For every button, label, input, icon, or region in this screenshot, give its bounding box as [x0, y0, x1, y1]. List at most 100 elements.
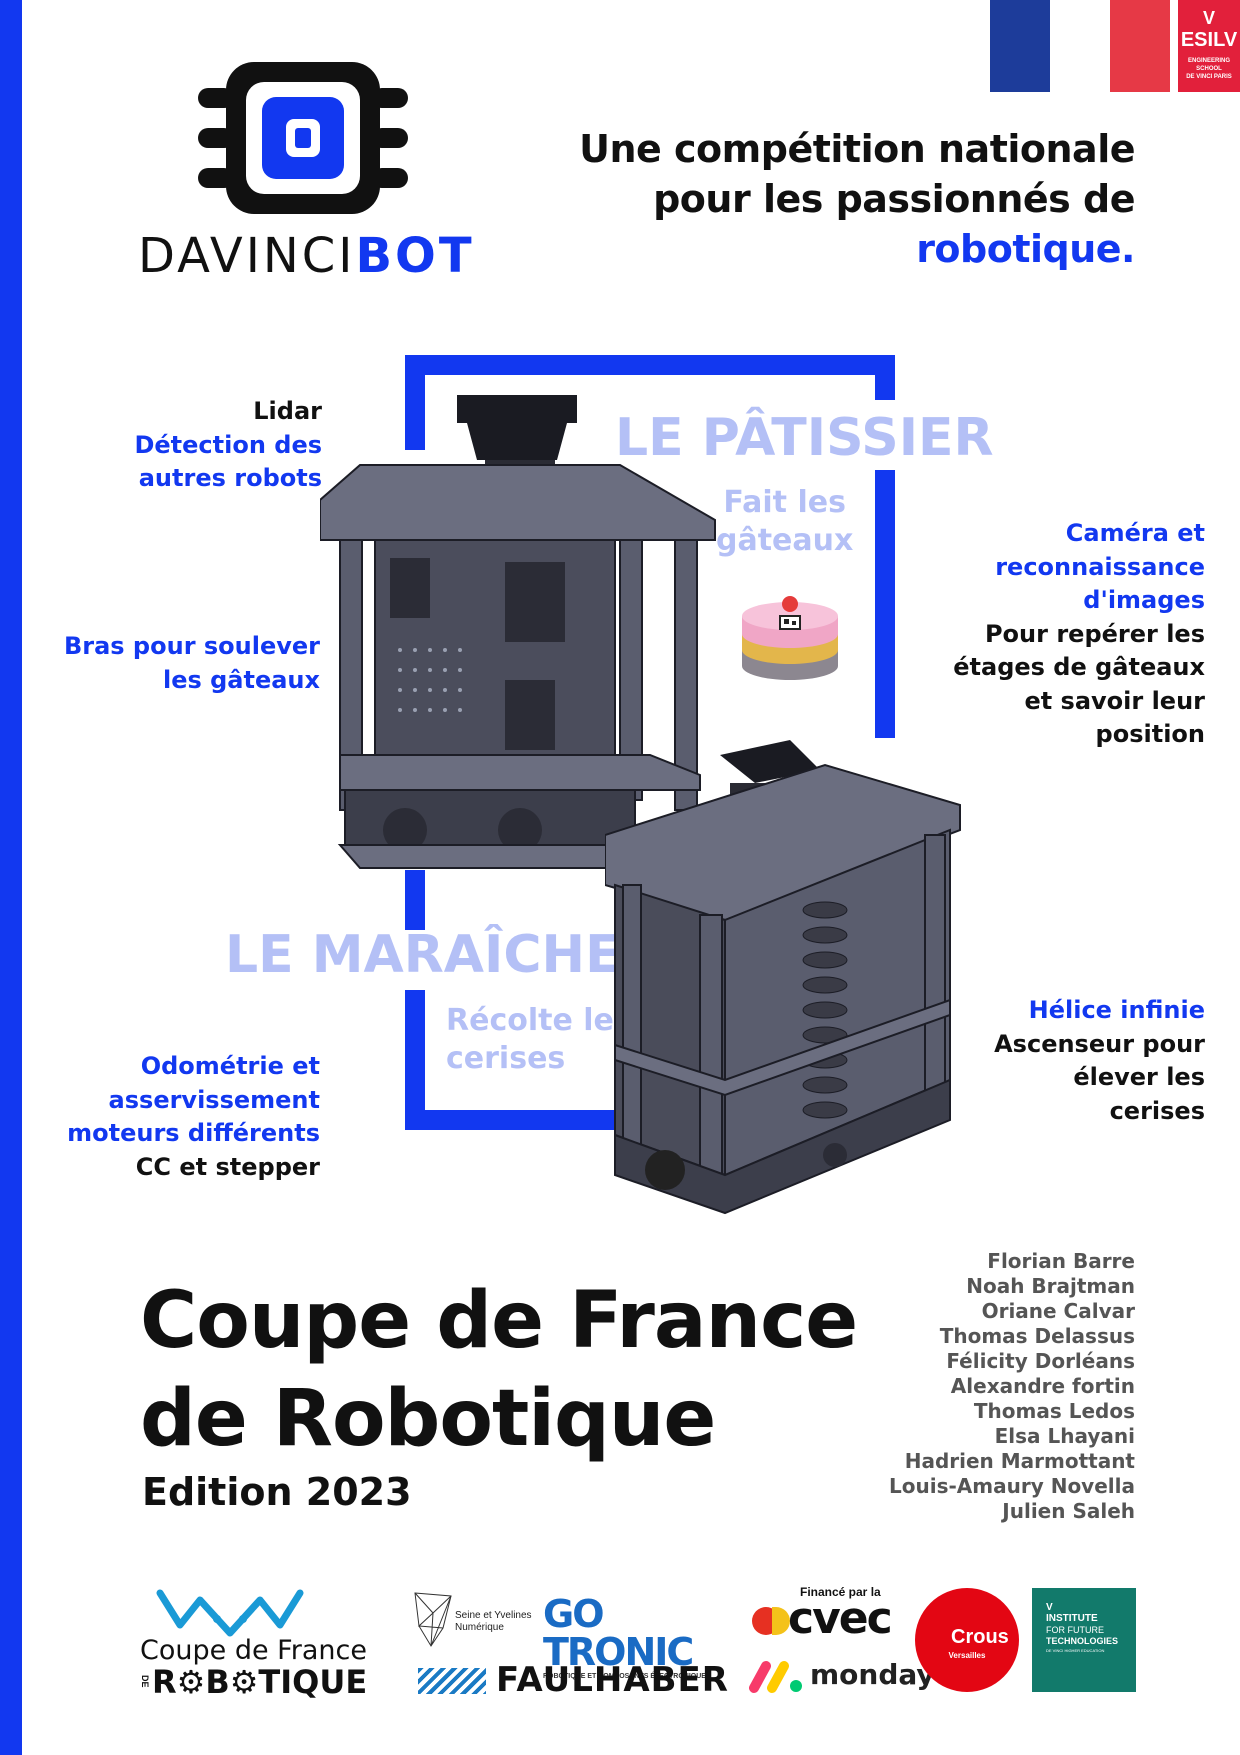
callout-odometrie-line2: asservissement [108, 1085, 320, 1114]
headline-highlight: robotique. [916, 227, 1135, 271]
team-member: Félicity Dorléans [946, 1349, 1135, 1373]
maraicher-role-line2: cerises [446, 1041, 566, 1076]
team-member: Hadrien Marmottant [904, 1449, 1135, 1473]
team-list: Florian Barre Noah Brajtman Oriane Calva… [889, 1249, 1135, 1524]
esilv-subtitle-2: DE VINCI PARIS [1186, 74, 1232, 80]
monday-marks-icon [749, 1661, 802, 1693]
monday-name: monday [810, 1658, 935, 1691]
frame-bottom-left-upper [405, 870, 425, 930]
crous-name: Crous [951, 1626, 1009, 1648]
frame-top-left-bar [405, 355, 425, 450]
iff-line2: FOR FUTURE [1046, 1625, 1104, 1635]
sponsor-monday-logo: monday [748, 1656, 935, 1696]
team-member: Elsa Lhayani [994, 1424, 1135, 1448]
esilv-label: ESILV [1180, 29, 1238, 51]
callout-bras-line1: Bras pour soulever [63, 632, 320, 660]
callout-lidar-title: Lidar [253, 397, 322, 425]
edition-label: Edition 2023 [142, 1470, 412, 1514]
event-title: Coupe de France de Robotique [140, 1272, 858, 1468]
callout-lidar: Lidar Détection des autres robots [134, 395, 322, 496]
headline-line1: Une compétition nationale [579, 127, 1135, 171]
callout-helice-desc1: Ascenseur pour [994, 1029, 1205, 1058]
brand-name-part2: BOT [355, 228, 475, 284]
team-member: Florian Barre [987, 1249, 1135, 1273]
callout-camera: Caméra et reconnaissance d'images Pour r… [953, 517, 1205, 752]
team-member: Thomas Delassus [939, 1324, 1135, 1348]
patissier-role-line1: Fait les [723, 485, 846, 520]
faulhaber-name: FAULHABER [496, 1660, 729, 1700]
cvec-dot-yellow-icon [772, 1607, 790, 1635]
cdf-face-icon [156, 1589, 304, 1637]
left-accent-stripe [0, 0, 22, 1755]
team-member: Louis-Amaury Novella [889, 1474, 1135, 1498]
event-title-line2: de Robotique [140, 1374, 716, 1464]
callout-lidar-desc2: autres robots [138, 464, 322, 492]
callout-camera-desc4: position [1095, 720, 1205, 748]
callout-helice: Hélice infinie Ascenseur pour élever les… [994, 994, 1205, 1128]
team-member: Noah Brajtman [966, 1274, 1135, 1298]
team-member: Julien Saleh [1002, 1499, 1135, 1523]
headline-line2: pour les passionnés de [653, 177, 1135, 221]
french-flag [990, 0, 1170, 92]
sponsor-seine-yvelines-logo: Seine et Yvelines Numérique [413, 1588, 533, 1648]
robot-maraicher-render [604, 735, 965, 1215]
iff-line3: TECHNOLOGIES [1046, 1636, 1119, 1646]
iff-v-icon: V [1046, 1602, 1053, 1613]
sponsor-cvec-logo: Financé par la cvec [750, 1585, 900, 1645]
callout-camera-desc1: Pour repérer les [984, 619, 1205, 648]
brand-name-part1: DAVINCI [138, 228, 356, 284]
maraicher-name: LE MARAÎCHER [225, 925, 661, 985]
iff-line4: DE VINCI HIGHER EDUCATION [1046, 1648, 1105, 1653]
gotronic-name: GO TRONIC [543, 1592, 694, 1674]
cake-icon [735, 590, 845, 690]
callout-odometrie-line3: moteurs différents [67, 1119, 320, 1147]
callout-camera-desc2: étages de gâteaux [953, 653, 1205, 681]
callout-bras: Bras pour soulever les gâteaux [64, 630, 320, 697]
callout-odometrie-line1: Odométrie et [140, 1052, 320, 1080]
esilv-subtitle: ENGINEERING SCHOOL [1187, 58, 1230, 72]
callout-helice-title: Hélice infinie [1028, 996, 1205, 1024]
callout-camera-line3: d'images [1083, 586, 1205, 614]
robot-patissier-render [319, 390, 720, 875]
callout-odometrie: Odométrie et asservissement moteurs diff… [67, 1050, 320, 1184]
patissier-role: Fait les gâteaux [716, 484, 853, 560]
callout-camera-line2: reconnaissance [995, 552, 1205, 581]
patissier-name: LE PÂTISSIER [615, 408, 994, 468]
faulhaber-stripes-icon [418, 1668, 486, 1694]
team-member: Alexandre fortin [950, 1374, 1135, 1398]
seine-line2: Numérique [455, 1622, 504, 1633]
callout-camera-line1: Caméra et [1065, 519, 1205, 547]
seine-yvelines-text: Seine et Yvelines Numérique [455, 1610, 532, 1634]
sponsor-faulhaber-logo: FAULHABER [418, 1660, 738, 1702]
callout-lidar-desc1: Détection des [134, 430, 322, 459]
team-member: Oriane Calvar [981, 1299, 1135, 1323]
esilv-logo: V ESILV ENGINEERING SCHOOL DE VINCI PARI… [1178, 0, 1240, 92]
team-member: Thomas Ledos [973, 1399, 1135, 1423]
brand-name: DAVINCIBOT [138, 228, 475, 284]
sponsor-crous-logo: Crous Versailles [915, 1588, 1019, 1692]
seine-line1: Seine et Yvelines [455, 1610, 532, 1621]
callout-bras-line2: les gâteaux [162, 665, 320, 694]
patissier-role-line2: gâteaux [716, 523, 854, 558]
cdf-de: DE [140, 1675, 150, 1688]
callout-helice-desc2: élever les [1073, 1063, 1205, 1091]
sponsor-iff-logo: V INSTITUTE FOR FUTURE TECHNOLOGIES DE V… [1032, 1588, 1136, 1692]
crous-sub: Versailles [948, 1651, 986, 1660]
sponsor-coupe-de-france-logo: Coupe de France DE R⚙B⚙TIQUE [140, 1585, 410, 1701]
gotronic-tagline: ROBOTIQUE ET COMPOSANTS ÉLECTRONIQUES [543, 1673, 711, 1680]
frame-top-bar [405, 355, 895, 375]
cdf-line2: R⚙B⚙TIQUE [152, 1663, 368, 1701]
maraicher-role: Récolte les cerises [446, 1002, 632, 1078]
esilv-v-icon: V [1202, 8, 1215, 28]
cdf-line1: Coupe de France [140, 1635, 367, 1666]
event-title-line1: Coupe de France [140, 1276, 858, 1366]
callout-helice-desc3: cerises [1109, 1096, 1205, 1125]
frame-right-bar [875, 470, 895, 738]
maraicher-role-line1: Récolte les [446, 1003, 632, 1038]
cvec-name: cvec [788, 1593, 893, 1644]
callout-camera-desc3: et savoir leur [1024, 686, 1205, 715]
frame-top-right-bar [875, 355, 895, 400]
davincibot-chip-icon [198, 62, 408, 214]
frame-bottom-bar [405, 1110, 620, 1130]
frame-bottom-left-bar [405, 990, 425, 1130]
